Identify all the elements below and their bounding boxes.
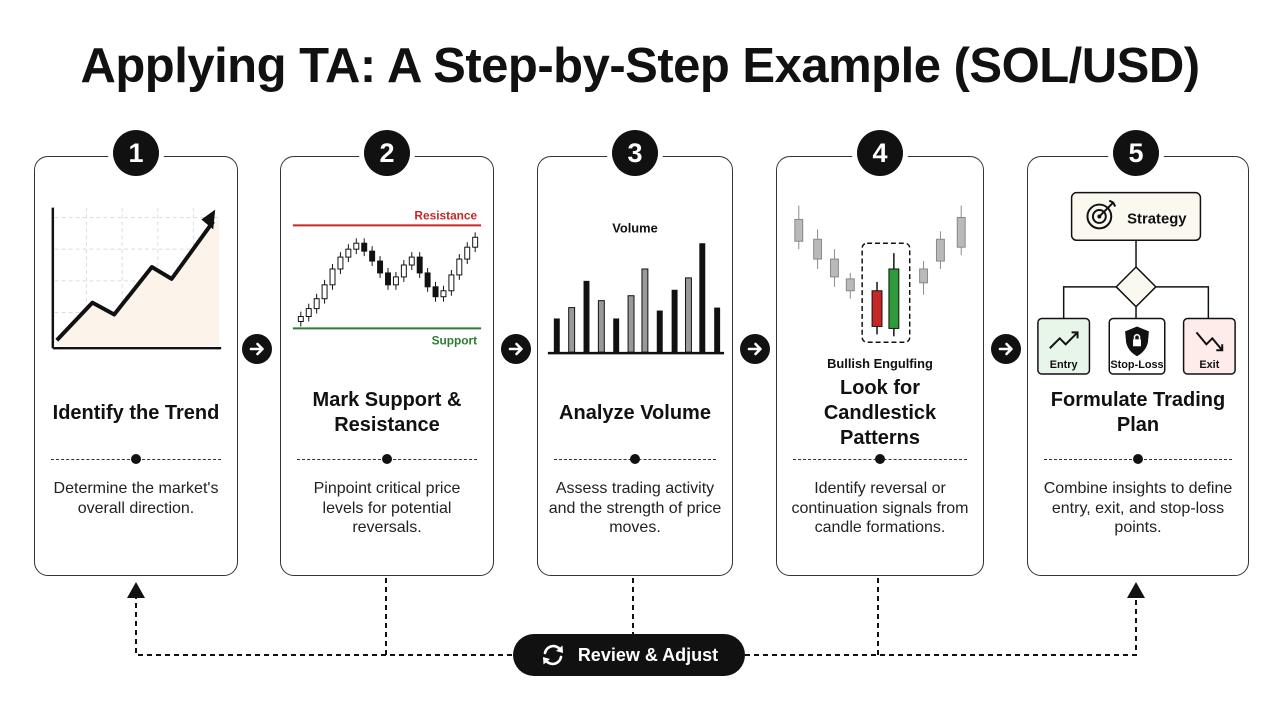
- step-badge-3: 3: [612, 130, 658, 176]
- step-4-divider: [793, 454, 967, 464]
- candle-body: [400, 264, 407, 278]
- candle-body: [464, 246, 471, 260]
- loop-arrowhead-left: [127, 582, 145, 598]
- step-2-description: Pinpoint critical price levels for poten…: [313, 480, 461, 536]
- decision-diamond: [1115, 265, 1157, 308]
- candle-body: [416, 256, 423, 274]
- candle-body: [313, 298, 320, 310]
- step-3-description: Assess trading activity and the strength…: [548, 480, 722, 536]
- step-5-divider: [1044, 454, 1232, 464]
- candles-group: [297, 232, 479, 327]
- step-badge-5: 5: [1113, 130, 1159, 176]
- volume-bar: [671, 289, 678, 353]
- step-4-description: Identify reversal or continuation signal…: [791, 480, 969, 536]
- candle-body: [448, 274, 455, 292]
- volume-bar: [656, 310, 663, 353]
- step-badge-2: 2: [364, 130, 410, 176]
- refresh-icon: [542, 644, 563, 666]
- step-2-divider: [297, 454, 477, 464]
- pattern-highlight-box: [861, 242, 911, 344]
- exit-label: Exit: [1199, 359, 1219, 371]
- candle-body: [385, 272, 391, 286]
- step-card-4: Bullish Engulfing Look for Candlestick P…: [776, 156, 984, 576]
- step-card-5: Strategy Entry Stop-Loss Exit Formulate …: [1027, 156, 1249, 576]
- resistance-label: Resistance: [414, 208, 477, 222]
- trend-chart-illustration: [51, 207, 222, 350]
- next-step-arrow-1: [242, 334, 272, 364]
- support-label: Support: [432, 333, 478, 347]
- step-card-2: Resistance Support Mark Support & Resist…: [280, 156, 494, 576]
- step-1-description: Determine the market's overall direction…: [53, 480, 219, 517]
- loop-arrowhead-right: [1127, 582, 1145, 598]
- step-card-3: Volume Analyze Volume Assess trading act…: [537, 156, 733, 576]
- arrow-right-icon: [747, 342, 762, 356]
- candle-body: [424, 272, 431, 288]
- candle-body: [456, 258, 463, 276]
- entry-label: Entry: [1050, 359, 1078, 371]
- trend-up-icon: [1049, 331, 1079, 349]
- support-resistance-illustration: Resistance Support: [292, 208, 482, 347]
- candle-body: [329, 268, 336, 286]
- step-4-title: Look for Candlestick Patterns: [823, 376, 937, 449]
- candle-body: [432, 286, 439, 298]
- step-3-divider: [554, 454, 716, 464]
- bullish-candle: [888, 268, 900, 329]
- arrow-right-icon: [508, 342, 523, 356]
- step-5-title: Formulate Trading Plan: [1050, 389, 1226, 436]
- stoploss-label: Stop-Loss: [1110, 359, 1163, 371]
- step-badge-1: 1: [113, 130, 159, 176]
- step-5-description: Combine insights to define entry, exit, …: [1043, 480, 1233, 536]
- step-1-title: Identify the Trend: [52, 401, 220, 424]
- candle-body: [297, 316, 304, 322]
- candle-body: [392, 276, 399, 286]
- candle-body: [305, 308, 312, 318]
- volume-bar: [699, 243, 706, 353]
- volume-bar: [613, 318, 620, 353]
- review-adjust-pill: Review & Adjust: [513, 634, 745, 676]
- volume-bar: [684, 277, 692, 353]
- volume-bar: [553, 318, 560, 353]
- candle-body: [440, 290, 447, 298]
- bearish-candle: [871, 290, 883, 327]
- shield-icon: [1125, 326, 1149, 357]
- trading-plan-illustration: Strategy Entry Stop-Loss Exit: [1037, 191, 1236, 375]
- volume-bar: [641, 268, 649, 353]
- arrow-right-icon: [998, 342, 1013, 356]
- candle-body: [361, 242, 368, 252]
- step-2-title: Mark Support & Resistance: [312, 389, 462, 436]
- step-3-title: Analyze Volume: [559, 401, 711, 424]
- volume-bar: [627, 295, 635, 353]
- candle-body: [377, 260, 384, 274]
- strategy-label: Strategy: [1127, 211, 1187, 227]
- next-step-arrow-2: [501, 334, 531, 364]
- next-step-arrow-3: [740, 334, 770, 364]
- candle-body: [353, 242, 360, 250]
- candle-body: [472, 236, 479, 248]
- gray-candles: [794, 205, 966, 299]
- volume-bar: [597, 300, 605, 353]
- candle-body: [337, 256, 344, 270]
- page-title: Applying TA: A Step-by-Step Example (SOL…: [80, 39, 1200, 93]
- candle-body: [369, 250, 376, 262]
- volume-bar: [583, 280, 590, 353]
- volume-label: Volume: [612, 220, 658, 235]
- candle-body: [321, 284, 328, 300]
- review-adjust-label: Review & Adjust: [577, 644, 719, 665]
- volume-illustration: Volume: [547, 220, 725, 355]
- pattern-label: Bullish Engulfing: [827, 356, 933, 371]
- step-1-divider: [51, 454, 221, 464]
- candlestick-pattern-illustration: Bullish Engulfing: [794, 205, 966, 371]
- candle-body: [345, 248, 352, 258]
- volume-bars: [553, 243, 721, 353]
- trend-down-icon: [1195, 331, 1224, 352]
- step-badge-4: 4: [857, 130, 903, 176]
- volume-bar: [568, 307, 576, 353]
- arrow-right-icon: [249, 342, 264, 356]
- next-step-arrow-4: [991, 334, 1021, 364]
- target-icon: [1086, 199, 1117, 230]
- step-card-1: Identify the Trend Determine the market'…: [34, 156, 238, 576]
- volume-bar: [714, 307, 721, 353]
- candle-body: [408, 256, 415, 266]
